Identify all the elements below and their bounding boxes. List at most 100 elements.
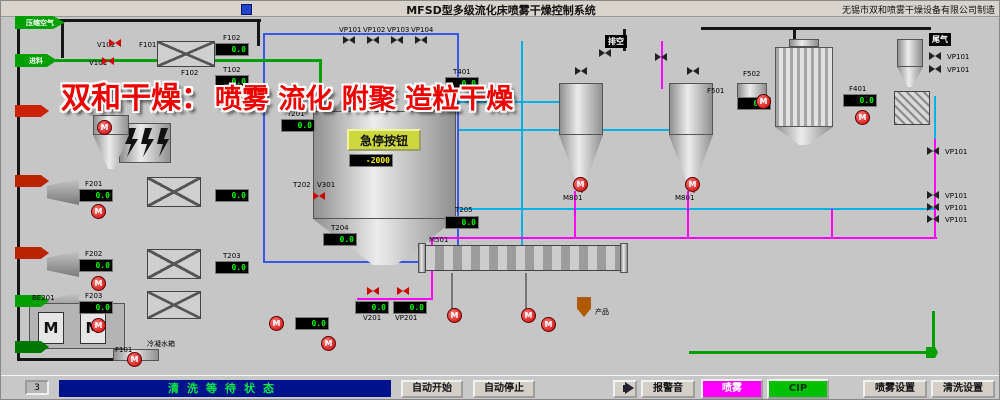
pipe	[17, 358, 129, 361]
pipe	[257, 59, 321, 62]
motor-icon: M	[541, 317, 556, 332]
flow-arrow	[15, 247, 49, 259]
equipment-tag: VP101	[945, 148, 968, 156]
equipment-tag: T401	[453, 68, 471, 76]
pipe	[701, 27, 931, 30]
equipment-tag: T201	[287, 110, 305, 118]
equipment-tag: M501	[429, 236, 449, 244]
equipment-tag: 冷凝水箱	[147, 340, 175, 348]
equipment-tag: V101	[89, 59, 108, 67]
value-display: -2000	[349, 154, 393, 167]
heat-exchanger-f102	[157, 41, 215, 67]
value-display: 0.0	[295, 317, 329, 330]
equipment-tag: V201	[363, 314, 382, 322]
equipment-tag: T203	[223, 252, 241, 260]
value-display: 0.0	[843, 94, 877, 107]
flow-label: 尾气	[929, 33, 951, 46]
heater-2	[147, 249, 201, 279]
blower-fan-1	[47, 179, 79, 205]
flow-arrow: 压缩空气	[15, 16, 65, 29]
pipe	[15, 19, 261, 22]
spray-button[interactable]: 喷雾	[701, 379, 763, 399]
equipment-tag: BE201	[32, 294, 55, 302]
flow-arrow: 进料	[15, 54, 57, 67]
equipment-tag: F101	[139, 41, 157, 49]
valve-icon	[415, 36, 427, 44]
value-display: 0.0	[215, 43, 249, 56]
value-display: 0.0	[355, 301, 389, 314]
window-icon	[241, 4, 252, 15]
pipe	[934, 139, 936, 237]
watermark-prefix: 双和干燥：	[61, 81, 211, 116]
pipe	[574, 191, 576, 237]
motor-icon: M	[97, 120, 112, 135]
pipe	[831, 209, 833, 237]
speaker-icon[interactable]	[613, 380, 637, 398]
motor-icon: M	[269, 316, 284, 331]
valve-icon	[313, 192, 325, 200]
auto-start-button[interactable]: 自动开始	[401, 380, 463, 398]
alarm-sound-button[interactable]: 报警音	[641, 380, 695, 398]
valve-icon	[599, 49, 611, 57]
fluid-bed-flange-right	[620, 243, 628, 273]
page-indicator[interactable]: 3	[25, 380, 49, 395]
motor-icon: M	[573, 177, 588, 192]
cyclone-2-body	[669, 83, 713, 135]
valve-icon	[397, 287, 409, 295]
flow-arrow	[15, 295, 49, 307]
motor-icon: M	[685, 177, 700, 192]
valve-icon	[109, 39, 121, 47]
motor-icon: M	[321, 336, 336, 351]
pipe	[357, 298, 433, 300]
motor-icon: M	[756, 94, 771, 109]
cyclone-1-body	[559, 83, 603, 135]
equipment-tag: V301	[317, 181, 336, 189]
pipe	[263, 261, 459, 263]
pipe	[319, 59, 322, 97]
valve-icon	[102, 57, 114, 65]
equipment-tag: VP103	[387, 26, 410, 34]
pipe	[932, 311, 935, 353]
equipment-tag: F102	[223, 34, 241, 42]
equipment-tag: VP101	[339, 26, 362, 34]
equipment-tag: F401	[849, 85, 867, 93]
equipment-tag: F202	[85, 250, 103, 258]
equipment-tag: 产品	[595, 308, 609, 316]
watermark: 双和干燥：喷雾 流化 附聚 造粒干燥	[61, 73, 513, 117]
cip-button[interactable]: CIP	[767, 379, 829, 399]
value-display: 0.0	[215, 189, 249, 202]
valve-icon	[343, 36, 355, 44]
clean-settings-button[interactable]: 清洗设置	[931, 380, 995, 398]
pipe	[257, 22, 260, 46]
equipment-tag: T205	[455, 206, 473, 214]
equipment-tag: VP201	[395, 314, 418, 322]
motor-icon: M	[127, 352, 142, 367]
value-display: 0.0	[215, 261, 249, 274]
equipment-tag: F101	[115, 346, 133, 354]
manufacturer-label: 无锡市双和喷雾干燥设备有限公司制造	[841, 6, 995, 16]
equipment-tag: T204	[331, 224, 349, 232]
spray-settings-button[interactable]: 喷雾设置	[863, 380, 927, 398]
equipment-tag: F501	[707, 87, 725, 95]
equipment-tag: F102	[181, 69, 199, 77]
auto-stop-button[interactable]: 自动停止	[473, 380, 535, 398]
motor-icon: M	[91, 318, 106, 333]
emergency-stop-button[interactable]: 急停按钮	[347, 129, 421, 151]
flow-arrow	[577, 297, 591, 317]
equipment-tag: T202	[293, 181, 311, 189]
motor-icon: M	[91, 276, 106, 291]
equipment-tag: VP104	[411, 26, 434, 34]
valve-icon	[929, 52, 941, 60]
value-display: 0.0	[79, 301, 113, 314]
page-title: MFSD型多级流化床喷雾干燥控制系统	[406, 4, 596, 17]
valve-icon	[687, 67, 699, 75]
value-display: 0.0	[323, 233, 357, 246]
pipe	[689, 351, 929, 354]
value-display: 0.0	[215, 75, 249, 88]
control-bar: 3 清洗等待状态 自动开始 自动停止 报警音 喷雾 CIP 喷雾设置 清洗设置	[1, 375, 999, 399]
motor-icon: M	[447, 308, 462, 323]
value-display: 0.0	[393, 301, 427, 314]
value-display: 0.0	[281, 119, 315, 132]
blower-fan-2	[47, 251, 79, 277]
equipment-tag: F203	[85, 292, 103, 300]
